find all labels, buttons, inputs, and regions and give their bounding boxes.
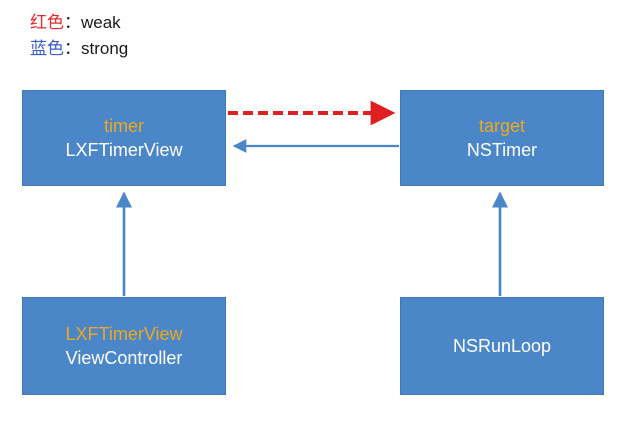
legend-separator: ： [64,39,81,58]
node-lxftimerview-accent-label: timer [104,116,144,136]
node-lxftimerview: timer LXFTimerView [22,90,226,186]
legend-row-strong: 蓝色：strong [30,36,128,62]
legend-value-strong: strong [81,39,129,58]
node-nsrunloop: NSRunLoop [400,297,604,395]
node-nsrunloop-main-label: NSRunLoop [452,336,552,356]
legend-separator: ： [64,13,81,32]
legend-row-weak: 红色：weak [30,10,128,36]
node-nstimer-main-label: NSTimer [466,140,538,160]
node-lxftimerviewcontroller: LXFTimerView ViewController [22,297,226,395]
legend: 红色：weak 蓝色：strong [30,10,128,62]
node-lxftimerviewcontroller-main-label: ViewController [65,348,183,368]
node-nstimer: target NSTimer [400,90,604,186]
node-lxftimerview-main-label: LXFTimerView [65,140,183,160]
node-lxftimerviewcontroller-accent-label: LXFTimerView [65,324,183,344]
legend-key-red: 红色 [30,13,64,32]
legend-value-weak: weak [81,13,121,32]
legend-key-blue: 蓝色 [30,39,64,58]
node-nstimer-accent-label: target [478,116,526,136]
